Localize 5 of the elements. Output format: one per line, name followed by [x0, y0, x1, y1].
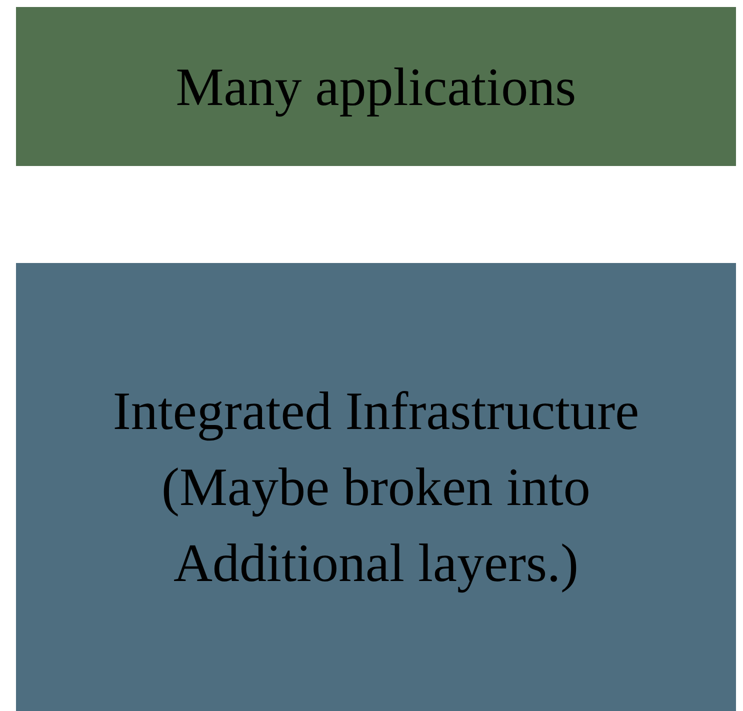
layer-label: Many applications — [176, 56, 576, 119]
layer-box — [16, 7, 736, 166]
layer-label: Integrated Infrastructure — [112, 380, 640, 443]
layer-box — [16, 263, 736, 711]
layer-label: (Maybe broken into Additional layers.) — [160, 456, 592, 595]
